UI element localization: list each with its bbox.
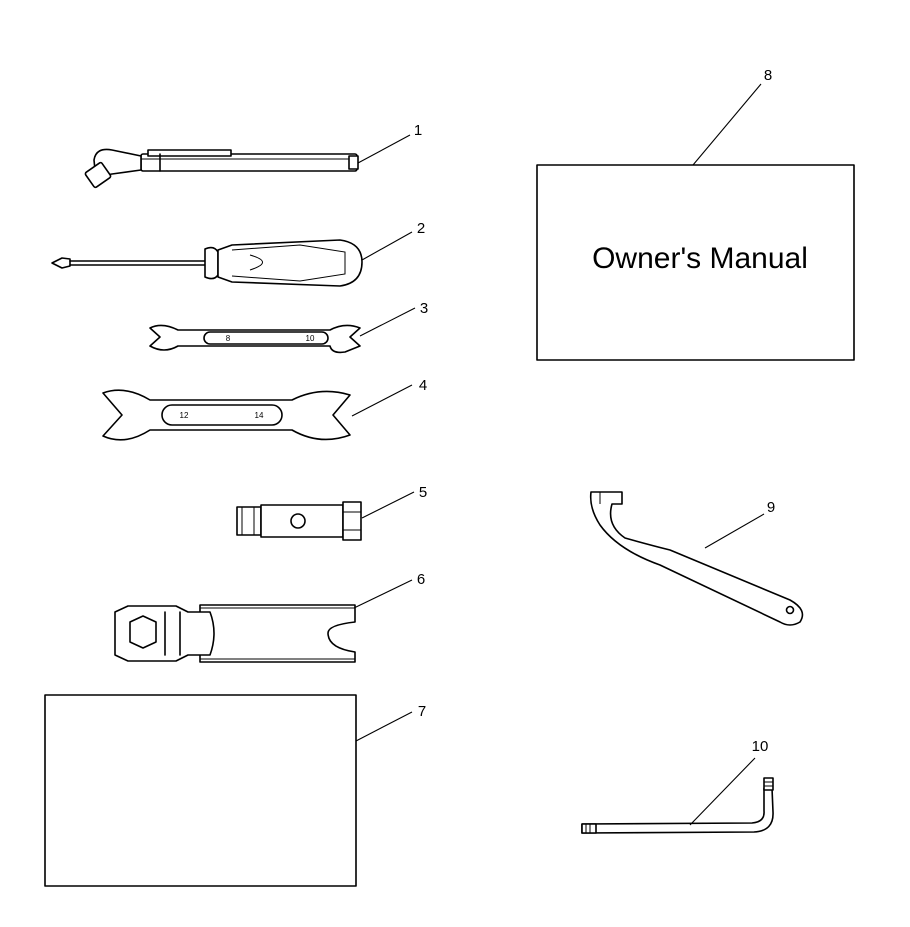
wrench-8-10-icon: 8 10 — [149, 324, 361, 354]
callout-3: 3 — [420, 300, 428, 317]
screwdriver-icon — [51, 239, 363, 287]
manual-title: Owner's Manual — [592, 242, 808, 275]
svg-text:14: 14 — [255, 411, 264, 420]
callout-2: 2 — [417, 220, 425, 237]
callout-8: 8 — [764, 67, 772, 84]
callout-7: 7 — [418, 703, 426, 720]
blank-card-icon — [44, 694, 357, 887]
spark-plug-wrench-icon — [114, 604, 356, 663]
owners-manual-icon: Owner's Manual — [536, 164, 855, 361]
callout-10: 10 — [752, 738, 769, 755]
wrench-12-14-icon: 12 14 — [102, 389, 351, 441]
svg-text:8: 8 — [226, 334, 231, 343]
tire-gauge-icon — [84, 148, 359, 189]
callout-9: 9 — [767, 499, 775, 516]
callout-6: 6 — [417, 571, 425, 588]
callout-4: 4 — [419, 377, 427, 394]
callout-5: 5 — [419, 484, 427, 501]
svg-text:12: 12 — [180, 411, 189, 420]
svg-text:10: 10 — [306, 334, 315, 343]
callout-1: 1 — [414, 122, 422, 139]
spanner-hook-icon — [589, 491, 804, 626]
hex-key-icon — [581, 777, 774, 834]
socket-icon — [236, 501, 362, 541]
